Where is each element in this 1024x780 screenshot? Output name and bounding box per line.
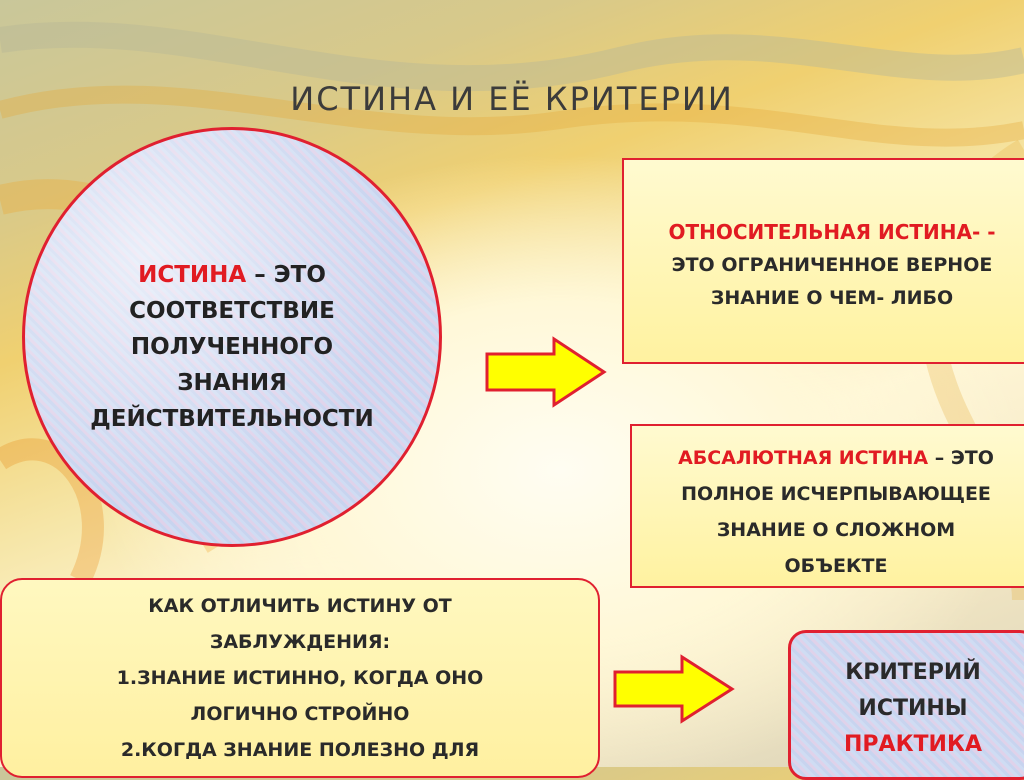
distinguish-line-3: 1.ЗНАНИЕ ИСТИННО, КОГДА ОНО — [116, 667, 484, 689]
relative-truth-term: ОТНОСИТЕЛЬНАЯ ИСТИНА- - — [668, 220, 996, 244]
truth-definition-circle: ИСТИНА – ЭТО СООТВЕТСТВИЕ ПОЛУЧЕННОГО ЗН… — [22, 127, 442, 547]
criterion-line-3: ПРАКТИКА — [844, 732, 982, 757]
distinguish-truth-box: КАК ОТЛИЧИТЬ ИСТИНУ ОТ ЗАБЛУЖДЕНИЯ: 1.ЗН… — [0, 578, 600, 778]
relative-truth-line-1: ЭТО ОГРАНИЧЕННОЕ ВЕРНОЕ — [671, 254, 993, 276]
truth-line-0: – ЭТО — [254, 262, 326, 288]
distinguish-line-2: ЗАБЛУЖДЕНИЯ: — [209, 631, 391, 653]
truth-line-4: ДЕЙСТВИТЕЛЬНОСТИ — [90, 406, 374, 432]
criterion-line-1: КРИТЕРИЙ — [845, 660, 981, 685]
absolute-truth-line-2: ЗНАНИЕ О СЛОЖНОМ — [716, 519, 956, 541]
absolute-truth-line-3: ОБЪЕКТЕ — [784, 555, 888, 577]
distinguish-line-5: 2.КОГДА ЗНАНИЕ ПОЛЕЗНО ДЛЯ — [120, 739, 480, 761]
page-title: ИСТИНА И ЕЁ КРИТЕРИИ — [290, 80, 734, 118]
truth-line-1: СООТВЕТСТВИЕ — [129, 298, 335, 324]
absolute-truth-box: АБСАЛЮТНАЯ ИСТИНА – ЭТО ПОЛНОЕ ИСЧЕРПЫВА… — [630, 424, 1024, 588]
criterion-line-2: ИСТИНЫ — [858, 696, 968, 721]
truth-definition-text: ИСТИНА – ЭТО СООТВЕТСТВИЕ ПОЛУЧЕННОГО ЗН… — [72, 257, 392, 437]
truth-line-3: ЗНАНИЯ — [177, 370, 287, 396]
truth-line-2: ПОЛУЧЕННОГО — [130, 334, 334, 360]
arrow-right-icon — [485, 336, 607, 408]
distinguish-line-1: КАК ОТЛИЧИТЬ ИСТИНУ ОТ — [148, 595, 452, 617]
absolute-truth-line-1: ПОЛНОЕ ИСЧЕРПЫВАЮЩЕЕ — [681, 483, 991, 505]
absolute-truth-term: АБСАЛЮТНАЯ ИСТИНА — [678, 447, 929, 469]
truth-term: ИСТИНА — [138, 262, 247, 288]
truth-criterion-box: КРИТЕРИЙ ИСТИНЫ ПРАКТИКА — [788, 630, 1024, 780]
relative-truth-line-2: ЗНАНИЕ О ЧЕМ- ЛИБО — [710, 287, 954, 309]
relative-truth-box: ОТНОСИТЕЛЬНАЯ ИСТИНА- - ЭТО ОГРАНИЧЕННОЕ… — [622, 158, 1024, 364]
distinguish-line-4: ЛОГИЧНО СТРОЙНО — [190, 703, 410, 725]
absolute-truth-suffix: – ЭТО — [928, 447, 994, 469]
arrow-right-icon — [613, 654, 735, 724]
